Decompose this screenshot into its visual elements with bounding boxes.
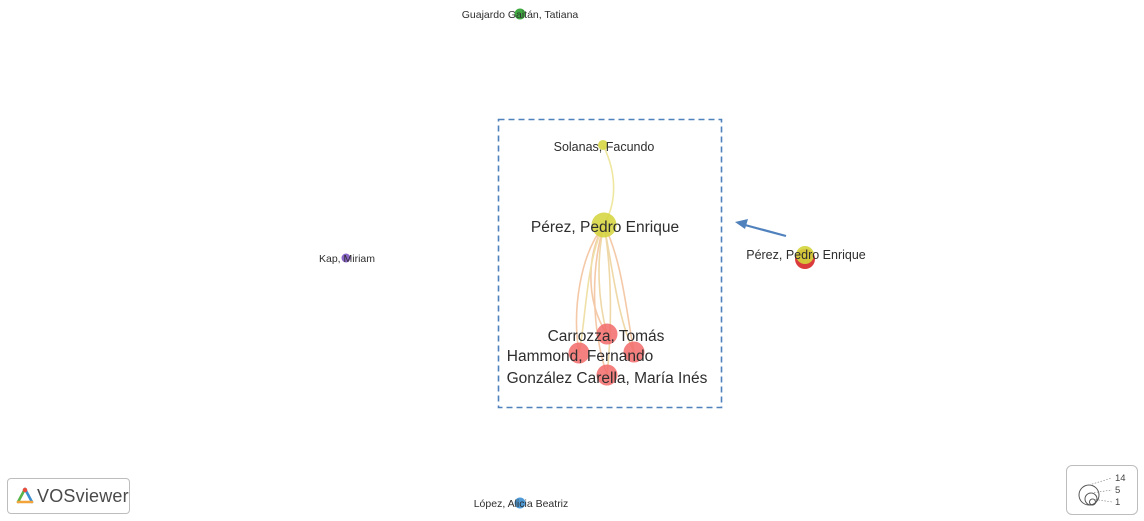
legend-value-1: 1 [1115, 497, 1120, 508]
node-perez-right[interactable] [796, 246, 814, 264]
link-perez-third-b [603, 224, 635, 353]
node-guajardo[interactable] [514, 8, 526, 20]
pointer-arrow [735, 219, 787, 238]
vosviewer-logo-icon [16, 487, 34, 504]
node-third[interactable] [623, 341, 645, 363]
node-labels: Guajardo Gaitán, Tatiana Solanas, Facund… [319, 9, 866, 510]
link-perez-hammond-b [578, 224, 605, 354]
link-perez-hammond [575, 224, 605, 354]
label-hammond: Hammond, Fernando [507, 348, 653, 365]
label-carrozza: Carrozza, Tomás [548, 328, 665, 345]
network-links [575, 144, 635, 376]
node-kap[interactable] [341, 253, 351, 263]
label-gonzalez: González Carella, María Inés [507, 370, 708, 387]
node-carrozza[interactable] [596, 323, 618, 345]
node-hammond[interactable] [568, 342, 590, 364]
logo-text: VOSviewer [37, 485, 129, 506]
link-perez-gonzalez [593, 224, 608, 376]
link-perez-third [603, 224, 635, 353]
node-gonzalez[interactable] [596, 364, 618, 386]
node-lopez[interactable] [514, 497, 526, 509]
label-solanas: Solanas, Facundo [554, 140, 655, 154]
label-guajardo: Guajardo Gaitán, Tatiana [462, 9, 579, 21]
node-perez-main[interactable] [591, 212, 617, 238]
vosviewer-logo[interactable]: VOSviewer [7, 478, 130, 514]
label-lopez: López, Alicia Beatriz [474, 498, 569, 510]
label-perez-main: Pérez, Pedro Enrique [531, 219, 679, 236]
legend-value-14: 14 [1115, 473, 1126, 484]
legend-value-5: 5 [1115, 485, 1120, 496]
label-perez-right: Pérez, Pedro Enrique [746, 248, 866, 262]
link-solanas-perez [602, 144, 615, 225]
node-solanas[interactable] [598, 140, 608, 150]
network-nodes [341, 8, 815, 509]
label-kap: Kap, Miriam [319, 253, 375, 265]
size-legend: 14 5 1 [1066, 465, 1138, 515]
highlight-box [497, 118, 723, 409]
size-legend-graphic: 14 5 1 [1078, 473, 1126, 508]
